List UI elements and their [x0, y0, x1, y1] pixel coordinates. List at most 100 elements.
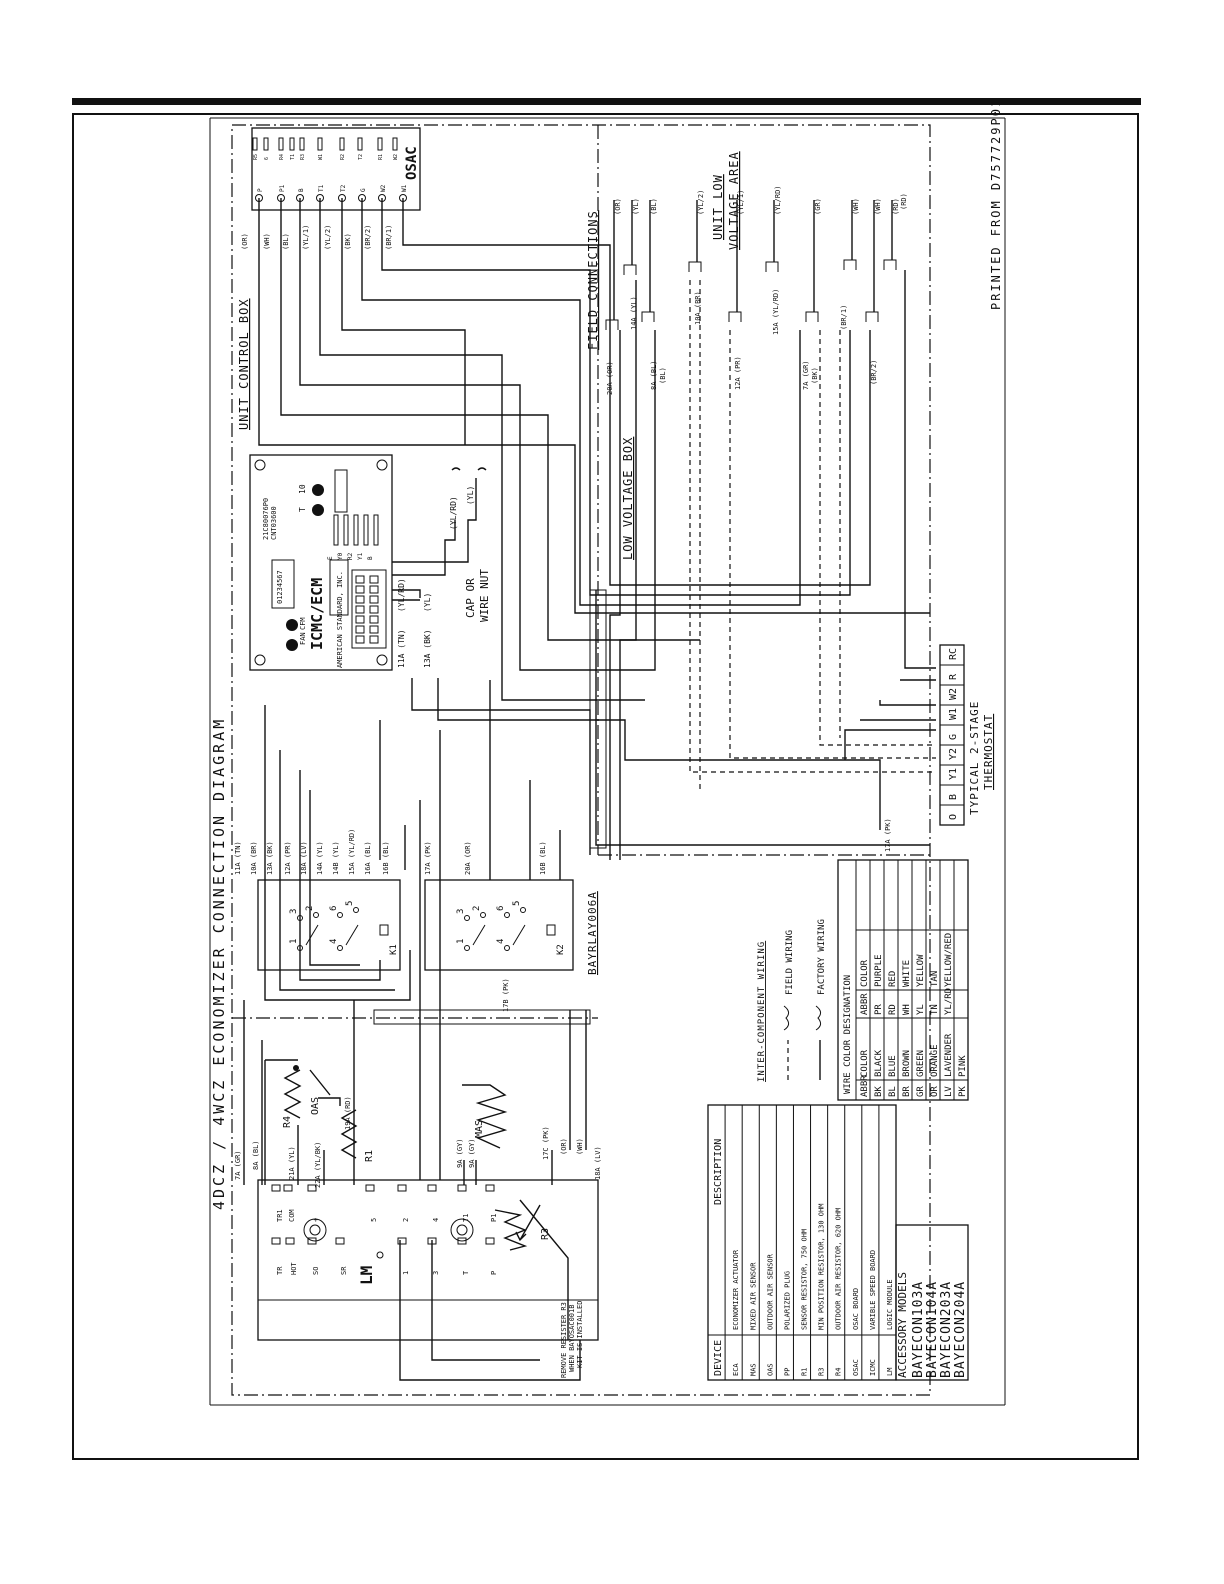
icmc-plug-pin [355, 635, 365, 644]
icmc-plug-pin [355, 575, 365, 584]
field-terminal-hook [605, 319, 619, 330]
color-table-cell: RED [888, 971, 898, 987]
relay-terminal-label: 4 [329, 939, 339, 944]
osac-terminal-label: P [257, 188, 264, 192]
device-code: R4 [835, 1368, 843, 1376]
color-table-cell: COLOR [860, 1049, 870, 1077]
icmc-pin [353, 514, 359, 546]
top-rule [72, 98, 1141, 105]
cap-wire-ylrd: (YL/RD) [449, 496, 458, 530]
relay-terminal [297, 915, 303, 921]
icmc-pin [333, 514, 339, 546]
color-table-cell: GR [916, 1086, 926, 1097]
r4-label: R4 [282, 1116, 293, 1128]
bus-wire [258, 198, 930, 614]
k1-wire-label: 16B (BL) [382, 841, 390, 875]
lm-wire-label: 9A (GY) [468, 1138, 476, 1168]
color-table-cell: YELLOW [916, 954, 926, 987]
lm-terminal-label: 2 [402, 1218, 410, 1222]
r3-label: R3 [540, 1228, 551, 1240]
k1-wire-label: 10A (BR) [250, 841, 258, 875]
icmc-plug-pin [369, 615, 379, 624]
relay-terminal [297, 945, 303, 951]
relay-terminal-label: 1 [456, 939, 466, 944]
device-description: SENSOR RESISTOR, 750 OHM [801, 1229, 809, 1330]
color-table-cell: BLACK [874, 1049, 884, 1077]
r1-label: R1 [364, 1150, 375, 1162]
relay-terminal-label: 4 [496, 939, 506, 944]
accessory-model: BAYECON203A [939, 1281, 954, 1378]
lm-terminal [485, 1184, 495, 1192]
bus-wire [844, 729, 936, 760]
osac-terminal-label: W1 [401, 184, 408, 192]
field-wire-extra: (BK) [811, 367, 819, 384]
osac-terminal-label: W2 [380, 184, 387, 192]
lm-terminal [307, 1237, 317, 1245]
relay-terminal [480, 912, 486, 918]
lm-terminal-label: P [490, 1271, 498, 1275]
k2-wire-label: 17A (PK) [424, 841, 432, 875]
osac-pin-label: 6 [264, 157, 270, 160]
icmc-pin-label: Y1 [357, 552, 364, 560]
color-table-cell: ABBR [860, 993, 870, 1015]
icmc-label-10: 10 [298, 484, 307, 494]
thermostat-label-1: TYPICAL 2-STAGE [968, 701, 981, 815]
lm-wire-label: 22A (YL/BK) [314, 1142, 322, 1188]
lm-wire [431, 1240, 540, 1361]
legend-factory: FACTORY WIRING [817, 919, 827, 995]
k1-wire-label: 15A (YL/RD) [348, 829, 356, 875]
color-table-cell: TN [930, 1004, 940, 1015]
field-wire-color: (YL/RD) [774, 185, 782, 215]
icmc-digits: 01234567 [276, 570, 284, 604]
relay-terminal [337, 912, 343, 918]
lm-terminal [271, 1184, 281, 1192]
color-table-cell: YL/RD [944, 988, 954, 1015]
accessory-title: ACCESSORY MODELS [896, 1272, 909, 1378]
lm-terminal-label: TR1 [276, 1209, 284, 1222]
osac-wire-label: (WH) [263, 233, 271, 250]
color-table-cell: ORANGE [930, 1044, 940, 1077]
field-bus-wire [689, 280, 936, 773]
osac-wire-label: (BR/1) [385, 225, 393, 250]
field-wire-label: (BR/1) [840, 305, 848, 330]
lm-wire-label: 18A (LV) [594, 1146, 602, 1180]
lm-terminal-label: 3 [432, 1271, 440, 1275]
bus-wire [341, 198, 466, 445]
color-table-cell: PK [958, 1086, 968, 1097]
color-table-cell: BK [874, 1086, 884, 1097]
cap-wire-yl: (YL) [466, 486, 475, 505]
color-table-cell: OR [930, 1086, 940, 1097]
device-code: MAS [749, 1363, 757, 1376]
k1-wire-label: 13A (BK) [266, 841, 274, 875]
device-code: ECA [732, 1363, 740, 1376]
icmc-plug-pin [355, 605, 365, 614]
icmc-plug-pin [369, 635, 379, 644]
color-table-cell: WH [902, 1004, 912, 1015]
osac-terminal-label: T1 [318, 184, 325, 192]
osac-wire-label: (OR) [241, 233, 249, 250]
relay-terminal [337, 945, 343, 951]
device-description: POLARIZED PLUG [783, 1271, 791, 1330]
osac-pin [317, 137, 323, 151]
bus-wire [437, 678, 881, 830]
lm-wire-label: (WH) [576, 1138, 584, 1155]
relay-terminal-label: 6 [496, 906, 506, 911]
lm-terminal [283, 1184, 293, 1192]
k2-label: K2 [556, 944, 566, 955]
bus-wire [319, 198, 645, 701]
color-table-cell: TAN [930, 971, 940, 987]
osac-pin [289, 137, 295, 151]
device-description: OUTDOOR AIR RESISTOR, 620 OHM [835, 1208, 843, 1330]
bus-wire [609, 330, 621, 860]
osac-pin-label: R4 [279, 154, 285, 160]
icmc-pin-label: E [327, 556, 334, 560]
osac-pin-label: T1 [290, 154, 296, 160]
icmc-plug-pin [355, 585, 365, 594]
relay-terminal-label: 6 [329, 906, 339, 911]
field-wire-extra: (BL) [659, 367, 667, 384]
